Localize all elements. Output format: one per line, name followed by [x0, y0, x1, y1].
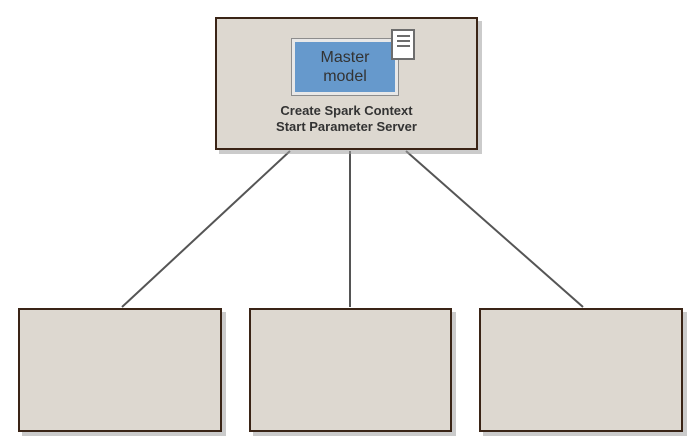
- edge-master-to-worker-1: [121, 150, 291, 308]
- master-caption-line1: Create Spark Context: [280, 103, 413, 118]
- master-model-label-line1: Master: [320, 49, 370, 66]
- edge-master-to-worker-3: [405, 150, 584, 308]
- master-model-label-line2: model: [323, 68, 367, 85]
- document-icon-rule: [396, 45, 410, 47]
- master-model-chip[interactable]: Master model: [291, 38, 399, 96]
- document-icon-rule: [396, 40, 410, 42]
- worker-node-2[interactable]: [249, 308, 452, 432]
- master-node[interactable]: Master model Create Spark Context Start …: [215, 17, 478, 150]
- master-caption: Create Spark Context Start Parameter Ser…: [217, 103, 476, 135]
- master-caption-line2: Start Parameter Server: [276, 119, 417, 134]
- worker-node-1[interactable]: [18, 308, 222, 432]
- document-icon-rule: [396, 35, 410, 37]
- worker-node-3[interactable]: [479, 308, 683, 432]
- master-node-content: Master model Create Spark Context Start …: [217, 19, 476, 148]
- document-icon: [391, 29, 415, 60]
